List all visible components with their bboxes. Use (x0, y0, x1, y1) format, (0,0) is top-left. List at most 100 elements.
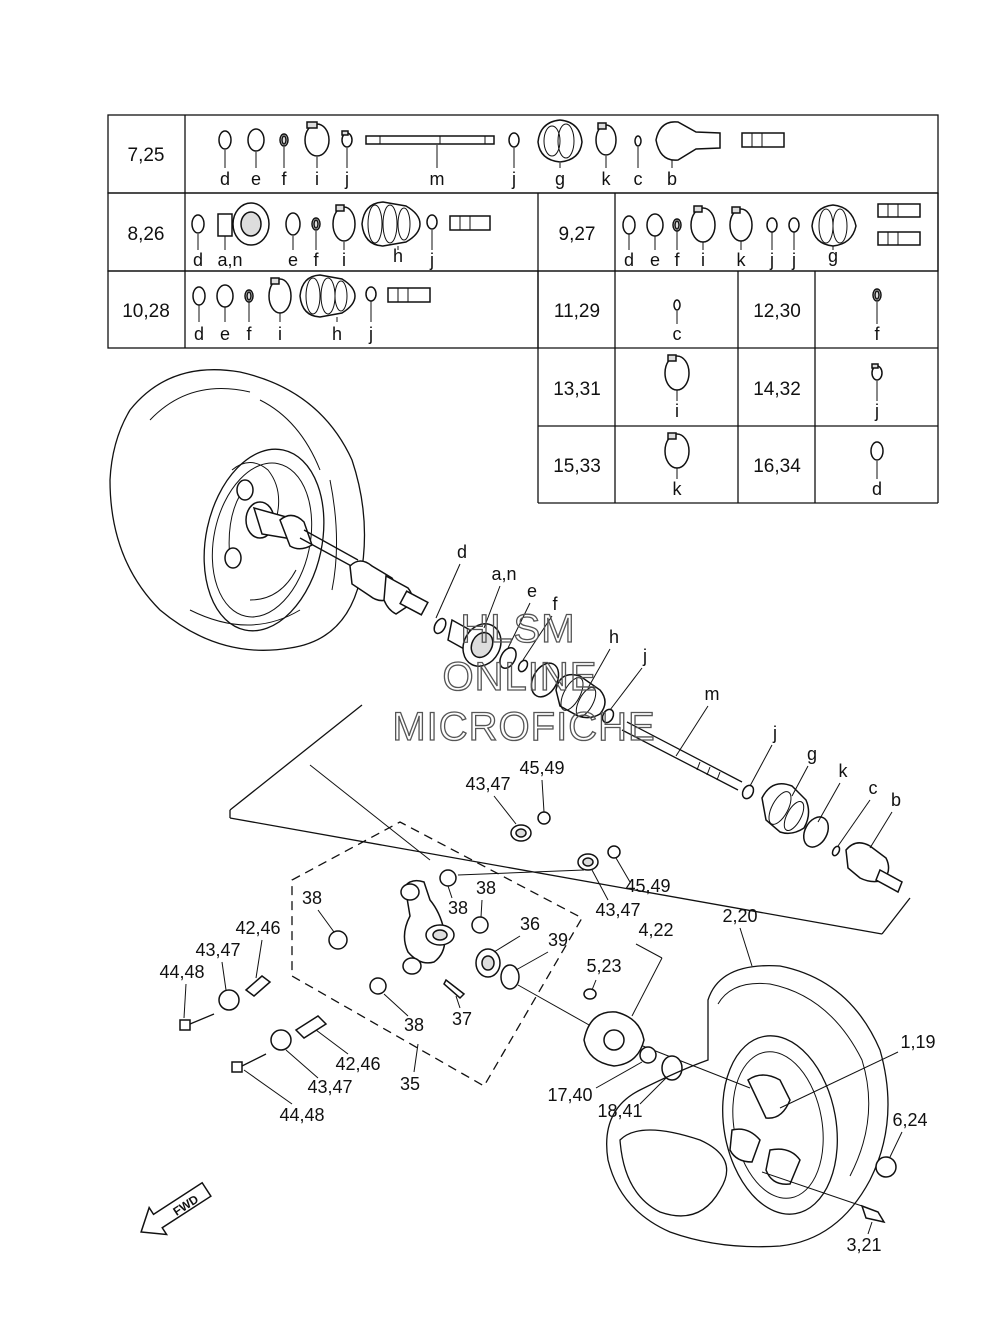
row-10-28-parts: d e f i h j (192, 274, 431, 344)
callout-43-47-left: 43,47 (195, 940, 240, 960)
row-8-26-parts: d a,n e f i h j (191, 201, 491, 270)
shaft-callouts: d a,n e f h j m j g k c b (435, 542, 901, 849)
fwd-arrow: FWD (140, 1181, 212, 1236)
watermark-line-1: HLSM (460, 607, 575, 651)
cell-12-30-letter: f (874, 324, 880, 344)
row-7-25-letter: m (430, 169, 445, 189)
row-7-25-letter: j (511, 169, 516, 189)
row-10-28-letter: h (332, 324, 342, 344)
callout-c: c (869, 778, 878, 798)
row-8-26-letter: j (429, 250, 434, 270)
row-7-25-letter: g (555, 169, 565, 189)
callout-43-47-lower: 43,47 (307, 1077, 352, 1097)
callout-k: k (839, 761, 849, 781)
row-7-25-letter: c (634, 169, 643, 189)
row-7-25-letter: k (602, 169, 612, 189)
callout-43-47-right: 43,47 (595, 900, 640, 920)
callout-42-46-lower: 42,46 (335, 1054, 380, 1074)
single-cell-parts: c f i j k d (664, 288, 884, 499)
callout-2-20: 2,20 (722, 906, 757, 926)
kit-reference-table: 7,25 8,26 9,27 10,28 11,29 12,30 13,31 1… (107, 114, 939, 504)
row-7-25-parts: d e f i j m j g k c b (218, 119, 785, 189)
callout-4-22: 4,22 (638, 920, 673, 940)
callout-38-b: 38 (448, 898, 468, 918)
row-9-27-letter: i (701, 250, 705, 270)
callout-m: m (705, 684, 720, 704)
callout-g: g (807, 744, 817, 764)
left-wheel-illustration (109, 369, 366, 651)
callout-42-46-left: 42,46 (235, 918, 280, 938)
cell-ref-13-31: 13,31 (553, 379, 601, 400)
row-9-27-letter: j (769, 250, 774, 270)
callout-17-40: 17,40 (547, 1085, 592, 1105)
callout-e: e (527, 581, 537, 601)
callout-j-upper: j (642, 646, 647, 666)
row-9-27-parts: d e f i k j j g (622, 203, 921, 270)
row-8-26-letter: i (342, 250, 346, 270)
row-10-28-letter: i (278, 324, 282, 344)
row-9-27-letter: f (674, 250, 680, 270)
row-8-26-letter: h (393, 246, 403, 266)
watermark-line-2: ONLINE (443, 655, 598, 699)
row-8-26-letter: f (313, 250, 319, 270)
callout-45-49-right: 45,49 (625, 876, 670, 896)
row-7-25-letter: d (220, 169, 230, 189)
row-7-25-letter: f (281, 169, 287, 189)
row-9-27-letter: e (650, 250, 660, 270)
cell-13-31-letter: i (675, 401, 679, 421)
row-10-28-letter: e (220, 324, 230, 344)
cell-ref-15-33: 15,33 (553, 456, 601, 477)
callout-43-47-top: 43,47 (465, 774, 510, 794)
callout-36: 36 (520, 914, 540, 934)
callout-44-48-lower: 44,48 (279, 1105, 324, 1125)
callout-j-lower: j (772, 723, 777, 743)
callout-f: f (552, 594, 558, 614)
callout-39: 39 (548, 930, 568, 950)
cell-ref-11-29: 11,29 (554, 301, 600, 322)
callout-38-left: 38 (302, 888, 322, 908)
row-8-26-letter: d (193, 250, 203, 270)
row-ref-8-26: 8,26 (128, 224, 165, 245)
cell-15-33-letter: k (673, 479, 683, 499)
fwd-arrow-icon (140, 1181, 212, 1236)
cell-ref-12-30: 12,30 (753, 301, 801, 322)
cell-ref-14-32: 14,32 (753, 379, 801, 400)
cell-ref-16-34: 16,34 (753, 456, 801, 477)
watermark-line-3: MICROFICHE (392, 705, 655, 749)
row-7-25-letter: i (315, 169, 319, 189)
drive-shaft-assembly (299, 529, 903, 894)
callout-3-21: 3,21 (846, 1235, 881, 1255)
row-7-25-letter: b (667, 169, 677, 189)
callout-d: d (457, 542, 467, 562)
row-10-28-letter: j (368, 324, 373, 344)
row-ref-10-28: 10,28 (122, 301, 170, 322)
row-7-25-letter: j (344, 169, 349, 189)
callout-38-lower: 38 (404, 1015, 424, 1035)
row-9-27-letter: g (828, 246, 838, 266)
row-7-25-letter: e (251, 169, 261, 189)
callout-h: h (609, 627, 619, 647)
row-ref-7-25: 7,25 (128, 145, 165, 166)
callout-35: 35 (400, 1074, 420, 1094)
callout-b: b (891, 790, 901, 810)
assembly-boundary-lines (229, 704, 911, 1089)
watermark: HLSM ONLINE MICROFICHE (392, 606, 656, 749)
row-10-28-letter: d (194, 324, 204, 344)
hub-and-right-wheel (583, 964, 897, 1248)
callout-5-23: 5,23 (586, 956, 621, 976)
row-8-26-letter: a,n (217, 250, 242, 270)
row-9-27-letter: k (737, 250, 747, 270)
callout-38-a: 38 (476, 878, 496, 898)
callout-6-24: 6,24 (892, 1110, 927, 1130)
row-8-26-letter: e (288, 250, 298, 270)
cell-14-32-letter: j (874, 401, 879, 421)
row-ref-9-27: 9,27 (559, 224, 596, 245)
cell-11-29-letter: c (673, 324, 682, 344)
callout-a-n: a,n (491, 564, 516, 584)
part-callouts: 43,47 45,49 45,49 43,47 38 38 38 36 39 4… (159, 758, 935, 1255)
callout-44-48-left: 44,48 (159, 962, 204, 982)
callout-37: 37 (452, 1009, 472, 1029)
callout-1-19: 1,19 (900, 1032, 935, 1052)
callout-45-49-top: 45,49 (519, 758, 564, 778)
